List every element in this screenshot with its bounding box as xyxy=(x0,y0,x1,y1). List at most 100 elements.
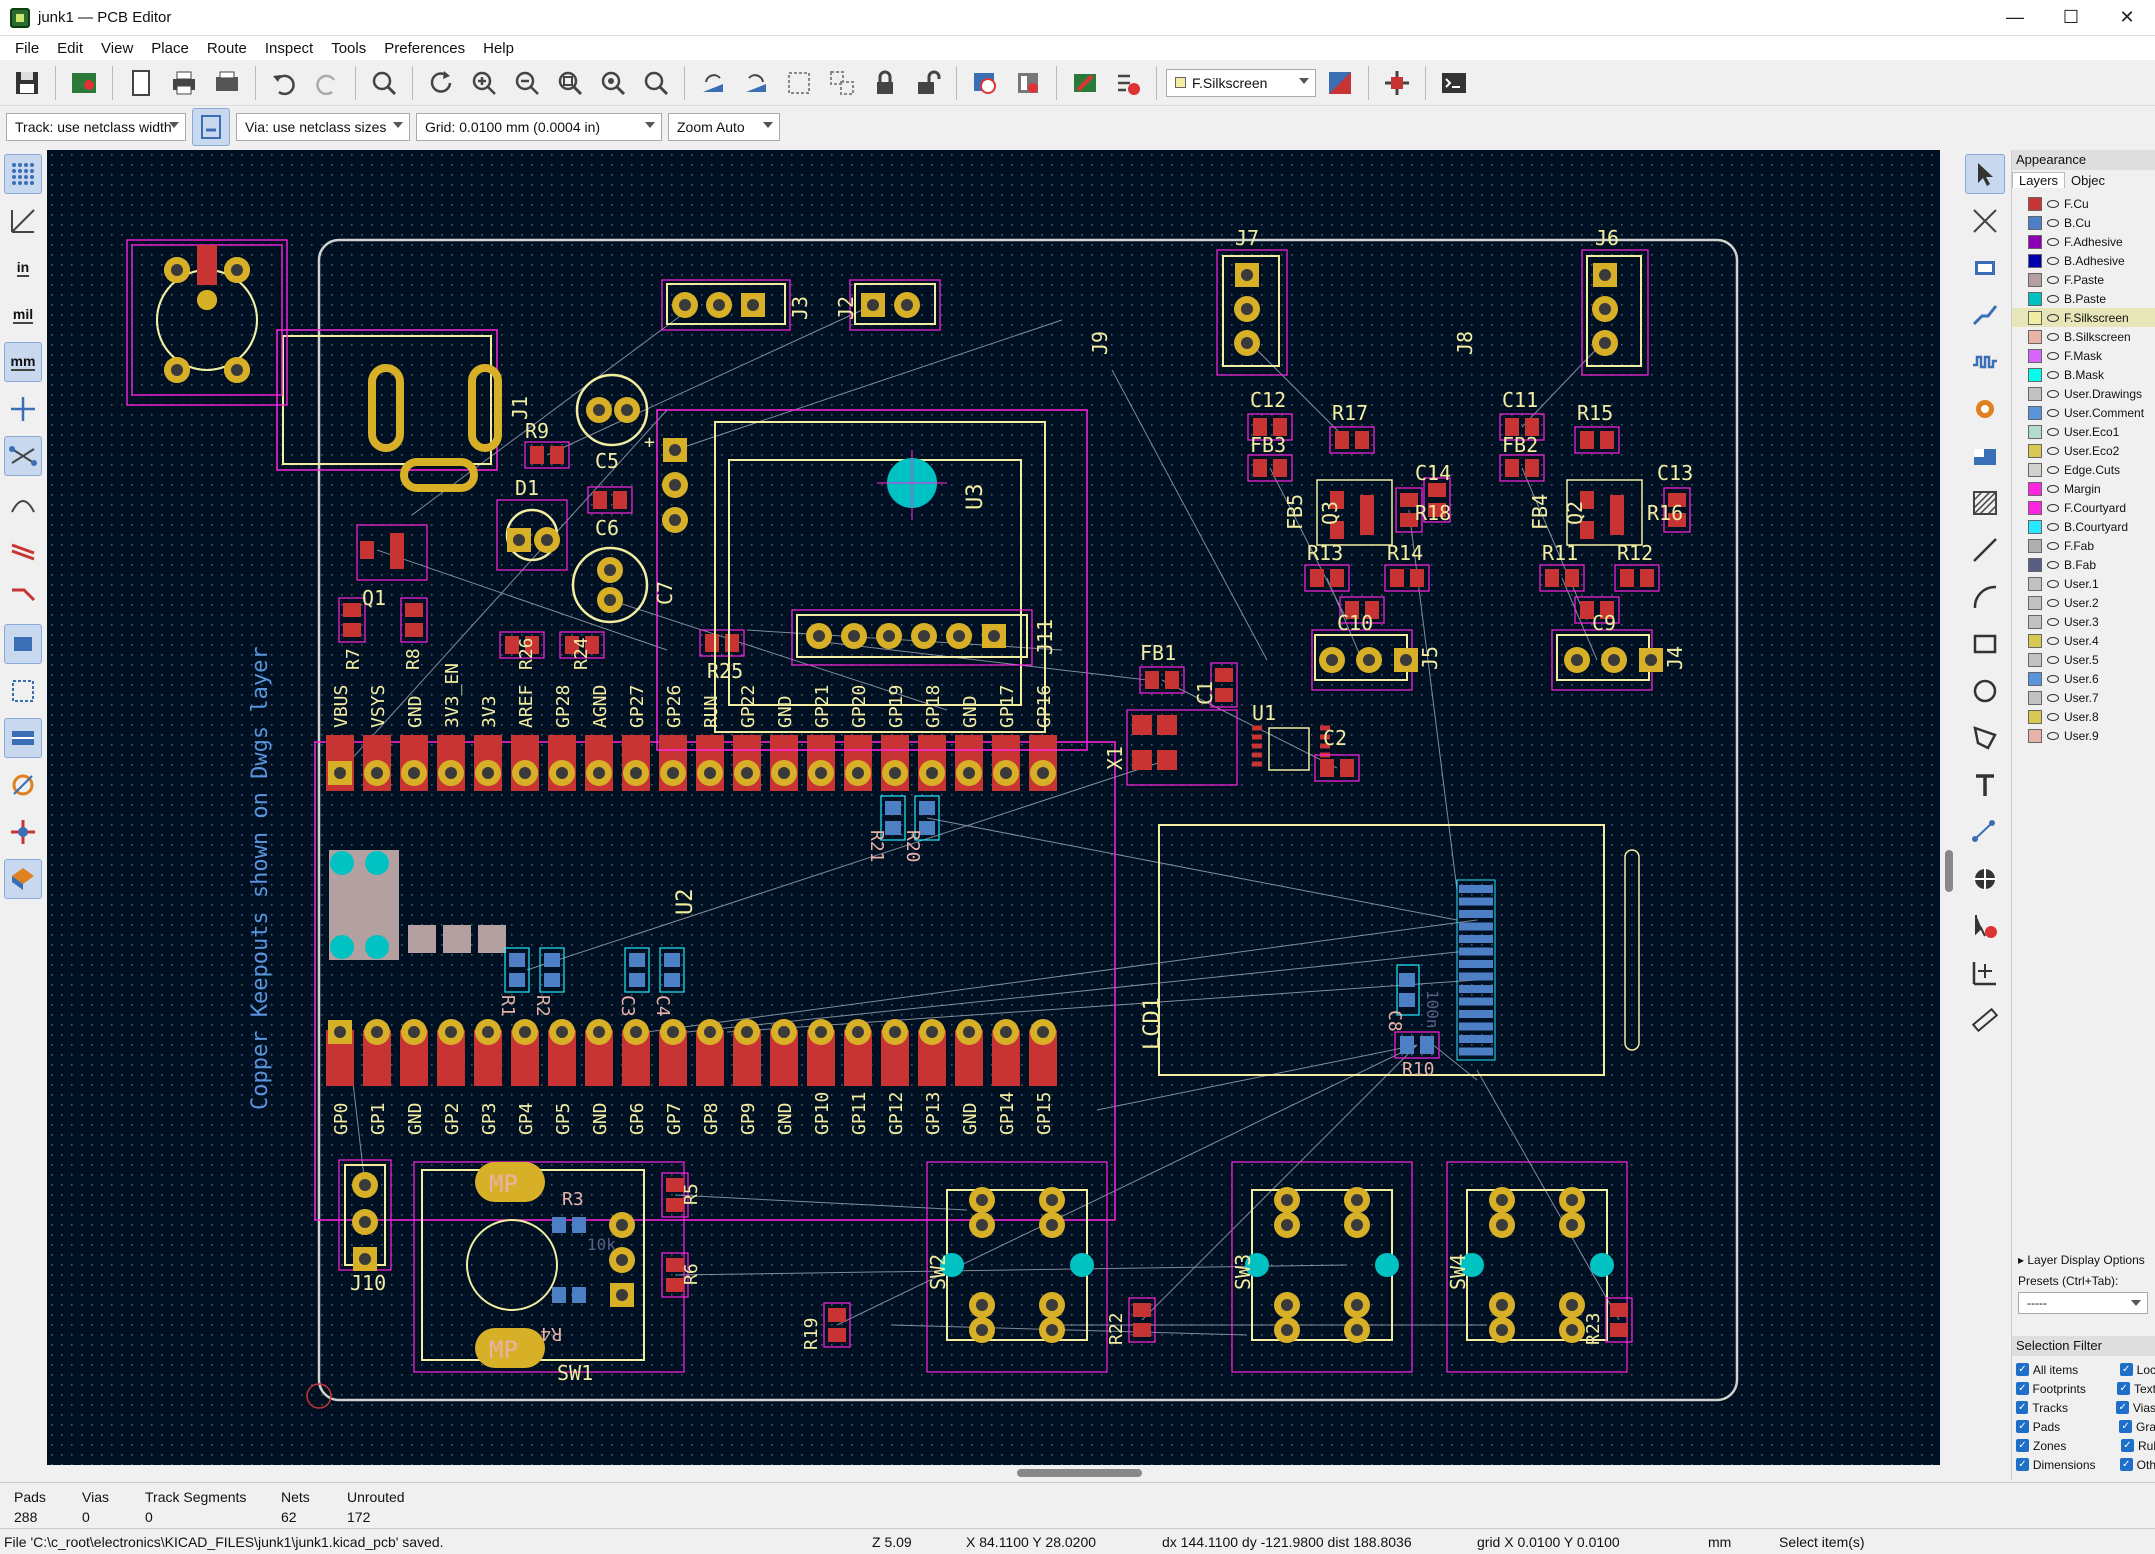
eye-icon[interactable] xyxy=(2047,522,2059,531)
draw-polygon-icon[interactable] xyxy=(1965,718,2005,758)
layer-color-swatch[interactable] xyxy=(2028,443,2042,458)
unit-mm-button[interactable]: mm xyxy=(4,342,42,382)
eye-icon[interactable] xyxy=(2047,218,2059,227)
layer-row[interactable]: B.Courtyard xyxy=(2012,517,2155,536)
layer-color-swatch[interactable] xyxy=(2028,310,2042,325)
draw-circle-icon[interactable] xyxy=(1965,671,2005,711)
eye-icon[interactable] xyxy=(2047,446,2059,455)
eye-icon[interactable] xyxy=(2047,560,2059,569)
select-arrow-icon[interactable] xyxy=(1965,154,2005,194)
lock-icon[interactable] xyxy=(866,64,904,102)
filter-checkbox[interactable]: ✓ xyxy=(2016,1439,2029,1452)
plot-icon[interactable] xyxy=(208,64,246,102)
filter-checkbox[interactable]: ✓ xyxy=(2119,1458,2133,1471)
add-text-icon[interactable] xyxy=(1965,765,2005,805)
draw-arc-icon[interactable] xyxy=(1965,577,2005,617)
layer-color-swatch[interactable] xyxy=(2028,538,2042,553)
eye-icon[interactable] xyxy=(2047,636,2059,645)
add-footprint-icon[interactable] xyxy=(1965,248,2005,288)
layer-row[interactable]: User.7 xyxy=(2012,688,2155,707)
vertical-scrollbar[interactable] xyxy=(1940,150,1958,1480)
zoom-in-icon[interactable] xyxy=(465,64,503,102)
tune-length-icon[interactable] xyxy=(1965,342,2005,382)
update-pcb-icon[interactable] xyxy=(966,64,1004,102)
maximize-button[interactable]: ☐ xyxy=(2062,7,2080,27)
eye-icon[interactable] xyxy=(2047,731,2059,740)
layer-color-swatch[interactable] xyxy=(2028,386,2042,401)
drc-icon[interactable] xyxy=(1109,64,1147,102)
layer-color-swatch[interactable] xyxy=(2028,595,2042,610)
layer-color-swatch[interactable] xyxy=(2028,519,2042,534)
menu-preferences[interactable]: Preferences xyxy=(384,39,466,57)
eye-icon[interactable] xyxy=(2047,655,2059,664)
layer-row[interactable]: F.Mask xyxy=(2012,346,2155,365)
add-rule-area-icon[interactable] xyxy=(1965,483,2005,523)
3d-view-icon[interactable] xyxy=(4,859,42,899)
place-anchor-icon[interactable] xyxy=(1965,859,2005,899)
vias-outline-icon[interactable] xyxy=(4,671,42,711)
auto-track-width-icon[interactable] xyxy=(192,108,230,146)
layer-color-swatch[interactable] xyxy=(2028,652,2042,667)
local-ratsnest-icon[interactable] xyxy=(1965,201,2005,241)
ratsnest-icon[interactable] xyxy=(4,436,42,476)
layer-row[interactable]: F.Paste xyxy=(2012,270,2155,289)
filter-checkbox[interactable]: ✓ xyxy=(2119,1363,2133,1376)
add-zone-icon[interactable] xyxy=(1965,436,2005,476)
footprint-editor-icon[interactable] xyxy=(1066,64,1104,102)
layer-color-swatch[interactable] xyxy=(2028,614,2042,629)
layer-color-swatch[interactable] xyxy=(2028,500,2042,515)
tab-objects[interactable]: Objec xyxy=(2071,172,2105,188)
eye-icon[interactable] xyxy=(2047,503,2059,512)
layer-color-swatch[interactable] xyxy=(2028,196,2042,211)
eye-icon[interactable] xyxy=(2047,256,2059,265)
zoom-fit-icon[interactable] xyxy=(551,64,589,102)
layer-row[interactable]: User.5 xyxy=(2012,650,2155,669)
layer-row[interactable]: F.Fab xyxy=(2012,536,2155,555)
layer-row[interactable]: F.Silkscreen xyxy=(2012,308,2155,327)
zoom-objects-icon[interactable] xyxy=(594,64,632,102)
tab-layers[interactable]: Layers xyxy=(2012,172,2066,188)
find-icon[interactable] xyxy=(365,64,403,102)
layer-color-swatch[interactable] xyxy=(2028,215,2042,230)
eye-icon[interactable] xyxy=(2047,484,2059,493)
layer-color-swatch[interactable] xyxy=(2028,253,2042,268)
layer-color-swatch[interactable] xyxy=(2028,348,2042,363)
layer-color-swatch[interactable] xyxy=(2028,234,2042,249)
grid-origin-icon[interactable] xyxy=(1965,953,2005,993)
footprint-library-icon[interactable] xyxy=(1009,64,1047,102)
eye-icon[interactable] xyxy=(2047,237,2059,246)
curved-ratsnest-icon[interactable] xyxy=(4,483,42,523)
zone-outline-icon[interactable] xyxy=(4,765,42,805)
net-highlight-icon[interactable] xyxy=(4,812,42,852)
filter-checkbox[interactable]: ✓ xyxy=(2117,1382,2130,1395)
board-setup-icon[interactable] xyxy=(65,64,103,102)
high-contrast-icon[interactable] xyxy=(4,577,42,617)
eye-icon[interactable] xyxy=(2047,294,2059,303)
layer-row[interactable]: User.Eco1 xyxy=(2012,422,2155,441)
layer-row[interactable]: B.Mask xyxy=(2012,365,2155,384)
layer-color-swatch[interactable] xyxy=(2028,424,2042,439)
eye-icon[interactable] xyxy=(2047,598,2059,607)
close-button[interactable]: ✕ xyxy=(2119,7,2135,27)
layer-color-swatch[interactable] xyxy=(2028,709,2042,724)
layer-row[interactable]: B.Fab xyxy=(2012,555,2155,574)
layer-color-swatch[interactable] xyxy=(2028,481,2042,496)
layer-row[interactable]: User.Eco2 xyxy=(2012,441,2155,460)
layer-row[interactable]: User.Drawings xyxy=(2012,384,2155,403)
layer-color-swatch[interactable] xyxy=(2028,405,2042,420)
add-dimension-icon[interactable] xyxy=(1965,812,2005,852)
track-width-select[interactable]: Track: use netclass width xyxy=(6,113,186,141)
filter-checkbox[interactable]: ✓ xyxy=(2016,1401,2029,1414)
measure-tool-icon[interactable] xyxy=(1965,1000,2005,1040)
ungroup-icon[interactable] xyxy=(823,64,861,102)
eye-icon[interactable] xyxy=(2047,389,2059,398)
eye-icon[interactable] xyxy=(2047,712,2059,721)
grid-select[interactable]: Grid: 0.0100 mm (0.0004 in) xyxy=(416,113,662,141)
layer-pair-icon[interactable] xyxy=(1321,64,1359,102)
eye-icon[interactable] xyxy=(2047,408,2059,417)
layer-row[interactable]: Margin xyxy=(2012,479,2155,498)
zones-fill-icon[interactable] xyxy=(4,718,42,758)
route-track-icon[interactable] xyxy=(1965,295,2005,335)
filter-checkbox[interactable]: ✓ xyxy=(2016,1458,2029,1471)
filter-checkbox[interactable]: ✓ xyxy=(2016,1363,2029,1376)
